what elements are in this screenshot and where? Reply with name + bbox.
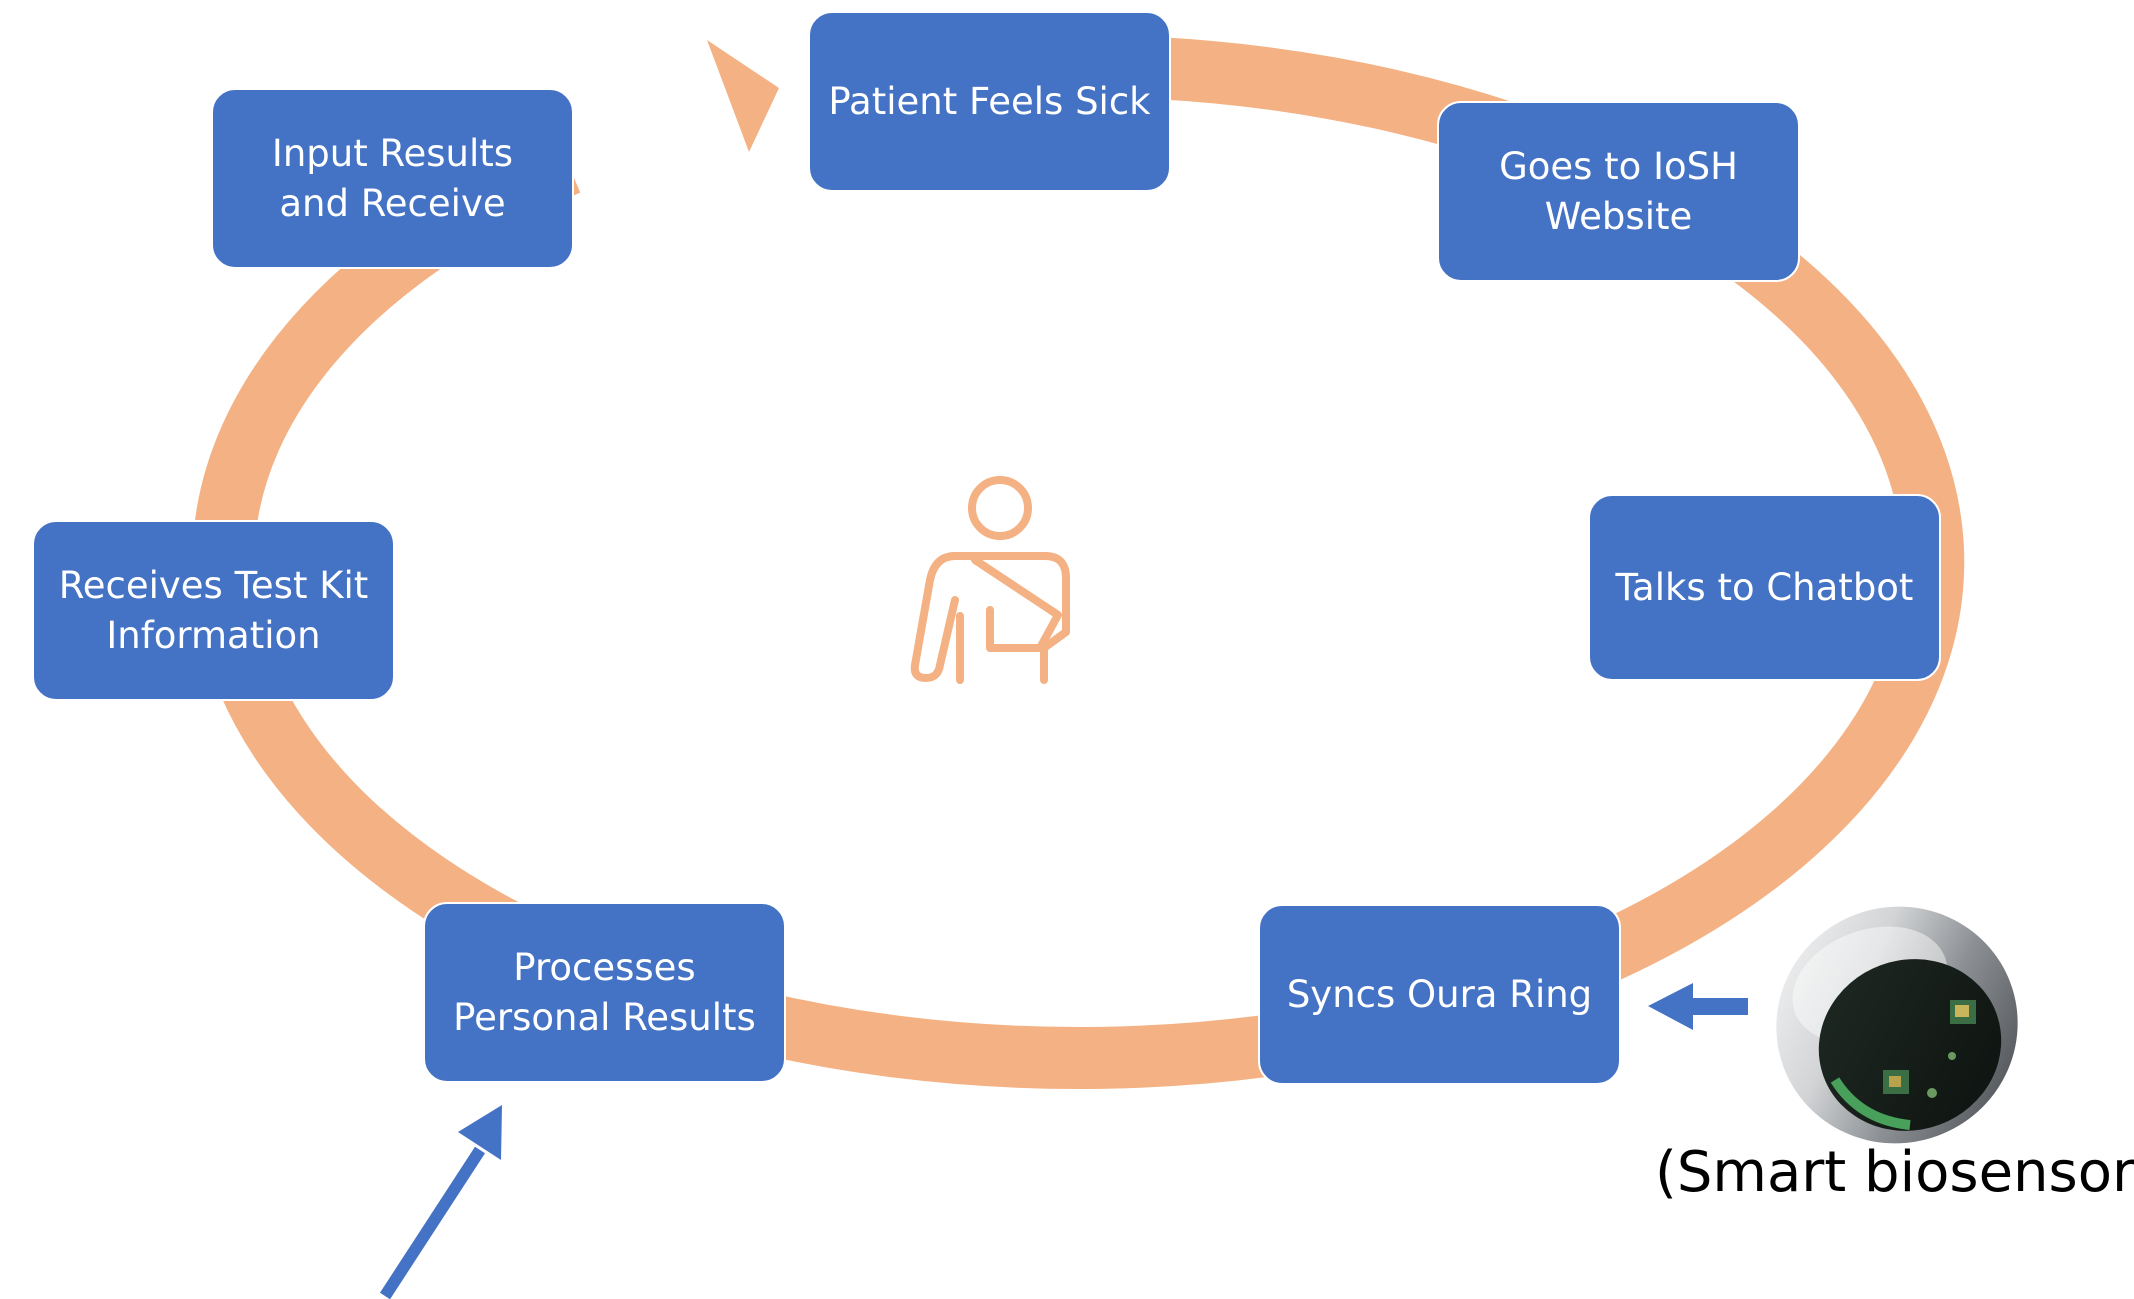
input-pointer-arrow-shaft	[379, 1146, 486, 1299]
step-syncs-oura-ring: Syncs Oura Ring	[1258, 904, 1621, 1085]
input-pointer-arrowhead	[458, 1105, 502, 1160]
step-receives-test-kit-information: Receives Test Kit Information	[32, 520, 395, 701]
step-talks-to-chatbot: Talks to Chatbot	[1588, 494, 1941, 681]
step-goes-to-iosh-website: Goes to IoSH Website	[1437, 101, 1800, 282]
step-patient-feels-sick: Patient Feels Sick	[808, 11, 1171, 192]
step-label: Goes to IoSH Website	[1499, 144, 1738, 238]
step-label: Syncs Oura Ring	[1286, 972, 1593, 1016]
step-processes-personal-results: Processes Personal Results	[423, 902, 786, 1083]
ring-pointer-arrow-shaft	[1693, 998, 1748, 1015]
step-label: Talks to Chatbot	[1615, 565, 1914, 609]
smart-ring-image	[1776, 906, 2018, 1144]
step-label: Receives Test Kit Information	[58, 563, 369, 657]
step-label: Processes Personal Results	[453, 945, 756, 1039]
patient-with-arm-sling-icon	[910, 476, 1070, 684]
step-input-results-and-receive: Input Results and Receive	[211, 88, 574, 269]
step-label: Input Results and Receive	[271, 131, 514, 225]
cycle-arrowhead	[707, 40, 779, 152]
step-label: Patient Feels Sick	[828, 79, 1151, 123]
device-caption: (Smart biosensor)	[1655, 1140, 2134, 1205]
ring-pointer-arrowhead	[1648, 983, 1693, 1030]
